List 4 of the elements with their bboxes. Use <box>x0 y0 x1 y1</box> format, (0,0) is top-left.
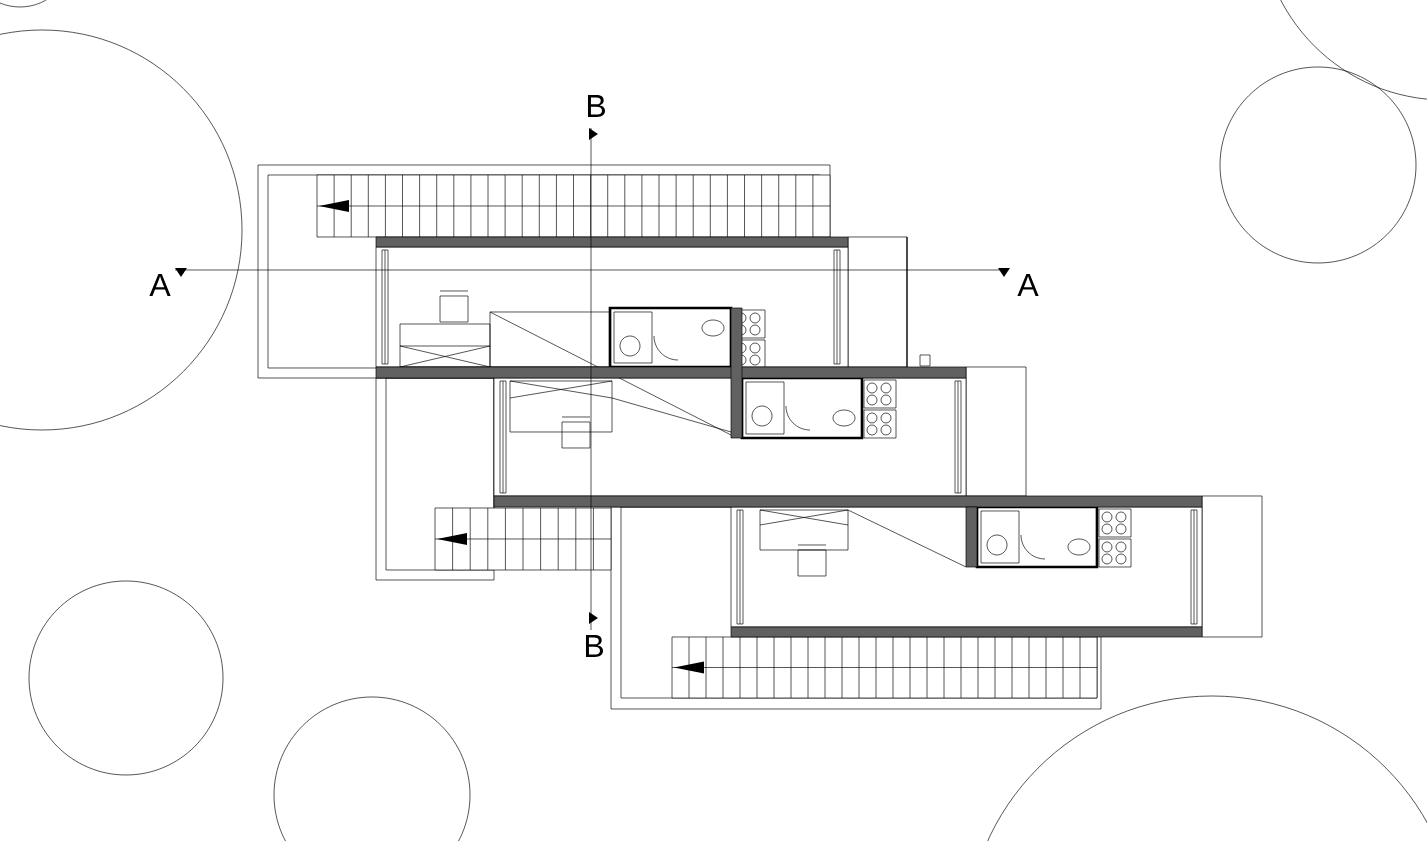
section-label: A <box>149 274 171 296</box>
section-label: B <box>587 95 605 117</box>
section-label: B <box>585 635 603 657</box>
section-label: A <box>1017 274 1039 296</box>
